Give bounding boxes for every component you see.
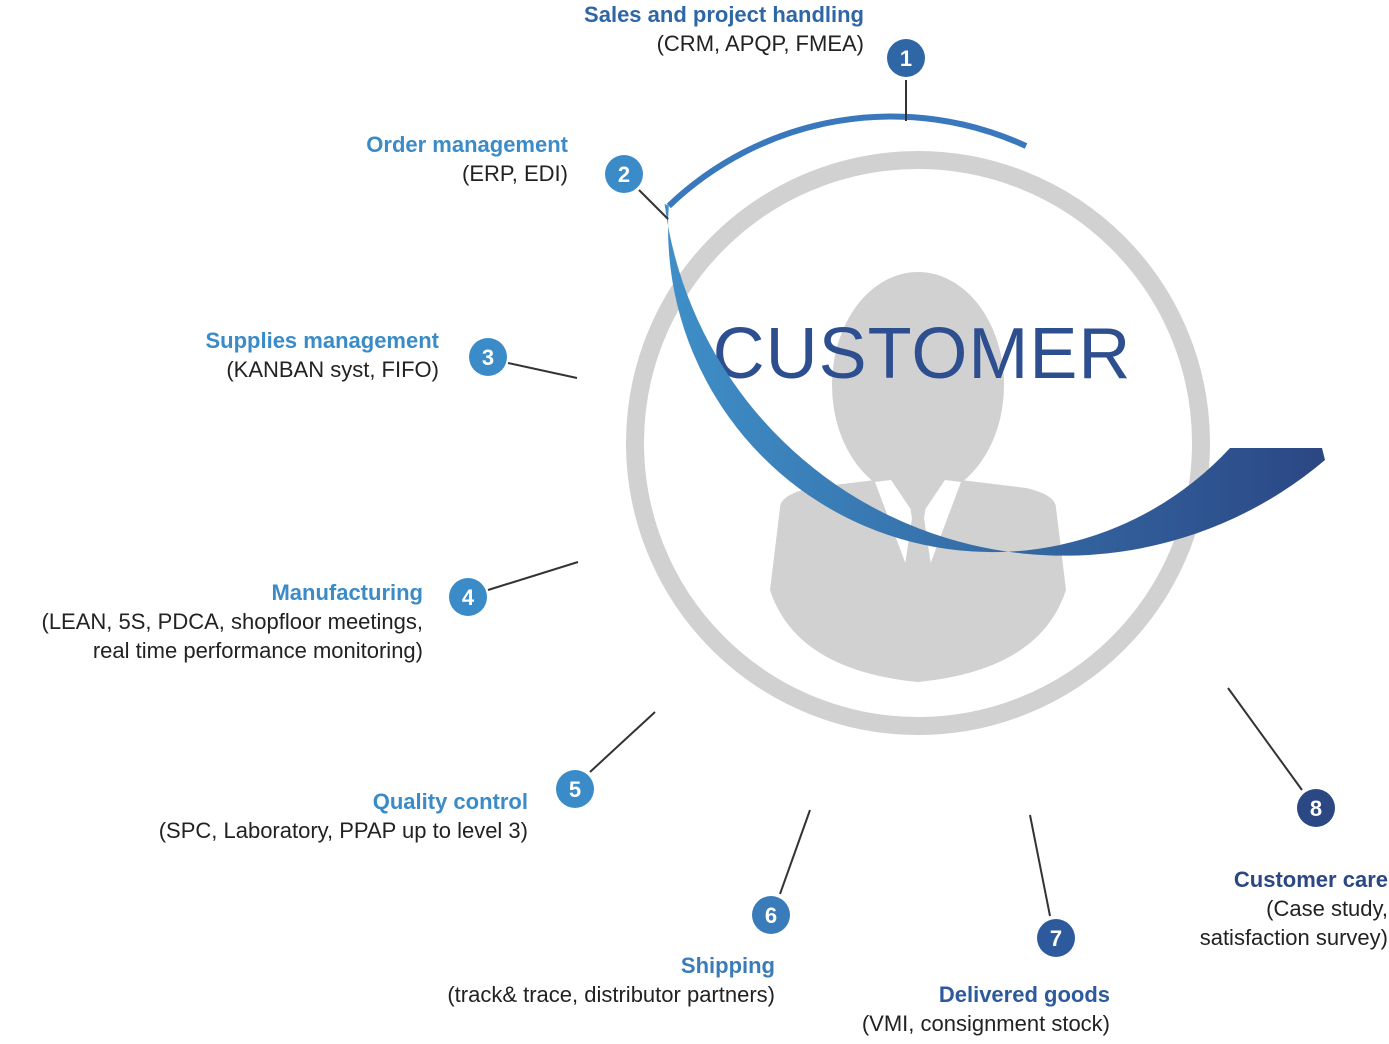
step-6-subtitle: (track& trace, distributor partners) [447, 982, 775, 1007]
step-2-badge [605, 155, 643, 193]
step-5-subtitle: (SPC, Laboratory, PPAP up to level 3) [158, 818, 528, 843]
step-8-subtitle: (Case study, satisfaction survey) [1199, 896, 1388, 950]
step-1-label: Sales and project handling (CRM, APQP, F… [304, 0, 864, 58]
step-5-number: 5 [569, 777, 581, 802]
step-6-number: 6 [765, 903, 777, 928]
step-5-badge [556, 770, 594, 808]
step-4-badge [449, 578, 487, 616]
step-3-title: Supplies management [205, 328, 439, 353]
step-6-label: Shipping (track& trace, distributor part… [215, 951, 775, 1009]
step-2-subtitle: (ERP, EDI) [462, 161, 568, 186]
step-4-subtitle: (LEAN, 5S, PDCA, shopfloor meetings, rea… [41, 609, 424, 663]
step-3-subtitle: (KANBAN syst, FIFO) [226, 357, 439, 382]
step-8-title: Customer care [1233, 867, 1388, 892]
step-1-badge [887, 39, 925, 77]
step-2-connector [638, 189, 669, 220]
collar-icon [875, 480, 961, 570]
step-8-connector [1227, 687, 1303, 791]
step-5-label: Quality control (SPC, Laboratory, PPAP u… [0, 787, 528, 845]
step-1-number: 1 [900, 46, 912, 71]
step-6-title: Shipping [680, 953, 775, 978]
step-4-connector [487, 561, 579, 591]
step-7-number: 7 [1050, 926, 1062, 951]
step-2-number: 2 [618, 162, 630, 187]
step-7-subtitle: (VMI, consignment stock) [861, 1011, 1110, 1036]
step-4-label: Manufacturing (LEAN, 5S, PDCA, shopfloor… [0, 578, 424, 665]
step-1-title: Sales and project handling [584, 2, 864, 27]
step-7-badge [1037, 919, 1075, 957]
step-4-title: Manufacturing [271, 580, 423, 605]
step-1-subtitle: (CRM, APQP, FMEA) [656, 31, 864, 56]
step-7-label: Delivered goods (VMI, consignment stock) [550, 980, 1110, 1038]
step-3-badge [469, 338, 507, 376]
gray-ring [626, 151, 1210, 735]
step-2-title: Order management [366, 132, 568, 157]
step-7-connector [1029, 814, 1051, 917]
step-8-badge [1297, 789, 1335, 827]
step-5-title: Quality control [372, 789, 528, 814]
step-7-title: Delivered goods [938, 982, 1110, 1007]
step-8-number: 8 [1310, 796, 1322, 821]
step-8-label: Customer care (Case study, satisfaction … [828, 865, 1388, 952]
step-3-label: Supplies management (KANBAN syst, FIFO) [0, 326, 439, 384]
step-5-connector [589, 711, 656, 773]
blue-arc-thin [666, 113, 1028, 209]
process-steps: 1 2 3 4 5 6 7 8 [449, 39, 1335, 957]
center-label: CUSTOMER [713, 314, 1132, 394]
step-3-connector [507, 362, 578, 379]
step-4-number: 4 [462, 585, 475, 610]
step-2-label: Order management (ERP, EDI) [8, 130, 568, 188]
step-6-badge [752, 896, 790, 934]
step-3-number: 3 [482, 345, 494, 370]
step-6-connector [779, 809, 811, 895]
